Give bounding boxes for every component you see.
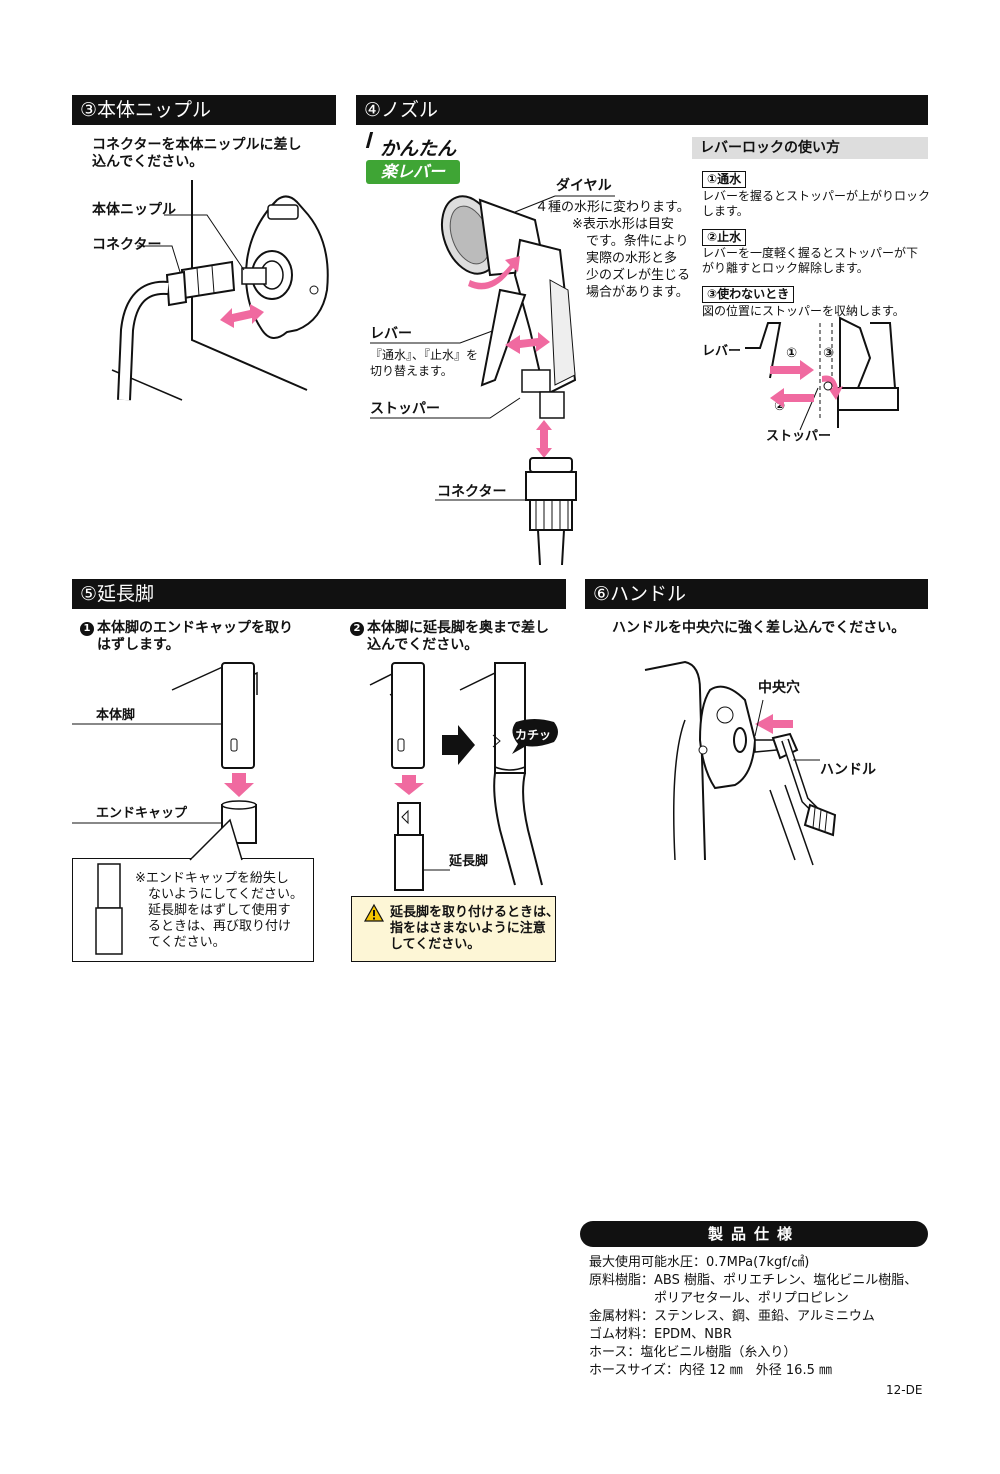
spec-line-pressure: 最大使用可能水圧：0.7MPa(7kgf/㎠) — [589, 1255, 810, 1270]
lock-unused-text: 図の位置にストッパーを収納します。 — [702, 304, 905, 318]
logo-text-raku-lever: 楽レバー — [366, 160, 460, 184]
endcap-illustration — [72, 662, 258, 844]
ext-step2-line2: 込んでください。 — [367, 637, 479, 653]
ext-step1-text: 本体脚のエンドキャップを取り — [97, 620, 293, 636]
endcap-note-pointer — [189, 818, 243, 862]
lock-mark-2: ② — [774, 399, 786, 414]
label-lever: レバー — [370, 326, 412, 342]
lock-diagram-lever-label: レバー — [702, 344, 742, 359]
dial-note-1: ※表示水形は目安 — [572, 217, 674, 232]
warning-text-2: 指をはさまないように注意 — [390, 921, 546, 936]
spec-line-rubber: ゴム材料：EPDM、NBR — [589, 1327, 732, 1342]
lock-label-stop: ②止水 — [702, 229, 747, 246]
lever-desc-2: 切り替えます。 — [370, 364, 453, 378]
lock-stop-text-1: レバーを一度軽く握るとストッパーが下 — [702, 246, 919, 260]
extension-insert-illustration — [369, 662, 543, 891]
lock-flow-text-1: レバーを握るとストッパーが上がりロック — [702, 189, 931, 203]
step2-number-badge: 2 — [350, 622, 364, 636]
lever-lock-diagram — [745, 316, 899, 431]
warning-text-3: してください。 — [390, 937, 481, 952]
spec-line-hose: ホース：塩化ビニル樹脂（糸入り） — [589, 1345, 797, 1360]
label-dial: ダイヤル — [556, 178, 612, 194]
footer-code: 12-DE — [886, 1383, 923, 1397]
section-header-handle: ⑥ハンドル — [585, 579, 928, 609]
lock-stop-text-2: がり離すとロック解除します。 — [702, 261, 869, 275]
endcap-note-3: 延長脚をはずして使用す — [148, 903, 291, 918]
lock-label-unused: ③使わないとき — [702, 286, 795, 303]
logo-text-kantan: かんたん — [380, 138, 457, 160]
label-end-cap: エンドキャップ — [96, 806, 188, 821]
dial-description: ４種の水形に変わります。 — [535, 200, 690, 215]
dial-note-5: 場合があります。 — [586, 285, 689, 300]
label-nozzle-connector: コネクター — [437, 484, 507, 500]
nipple-instruction-line1: コネクターを本体ニップルに差し — [92, 137, 302, 153]
lock-diagram-stopper-label: ストッパー — [766, 429, 832, 444]
lock-label-flow: ①通水 — [702, 171, 747, 188]
label-stopper: ストッパー — [370, 401, 440, 417]
label-body-nipple: 本体ニップル — [92, 202, 176, 218]
easy-lever-logo: かんたん 楽レバー — [362, 130, 487, 190]
spec-line-hose-size: ホースサイズ：内径 12 ㎜ 外径 16.5 ㎜ — [589, 1363, 832, 1378]
nozzle-illustration — [370, 195, 615, 566]
endcap-note-illustration — [95, 863, 123, 955]
label-body-leg: 本体脚 — [96, 708, 136, 723]
step1-number-badge: 1 — [80, 622, 94, 636]
label-center-hole: 中央穴 — [758, 680, 800, 696]
nipple-illustration — [111, 180, 329, 401]
lock-mark-1: ① — [786, 346, 798, 361]
endcap-note-4: るときは、再び取り付け — [148, 919, 292, 934]
spec-line-resin: 原料樹脂：ABS 樹脂、ポリエチレン、塩化ビニル樹脂、 — [589, 1273, 918, 1288]
section-header-nipple: ③本体ニップル — [72, 95, 336, 125]
product-specs-header: 製品仕様 — [580, 1221, 928, 1247]
spec-line-metal: 金属材料：ステンレス、鋼、亜鉛、アルミニウム — [589, 1309, 875, 1324]
lever-lock-title: レバーロックの使い方 — [692, 137, 928, 159]
handle-illustration — [644, 660, 837, 866]
dial-note-2: です。条件により — [586, 234, 689, 249]
dial-note-3: 実際の水形と多 — [586, 251, 678, 266]
warning-icon — [363, 903, 385, 922]
lever-desc-1: 『通水』、『止水』を — [370, 348, 479, 362]
warning-text-1: 延長脚を取り付けるときは、 — [390, 905, 560, 920]
endcap-note-1: ※エンドキャップを紛失し — [135, 871, 289, 886]
click-speech-bubble — [512, 719, 558, 754]
ext-step1-line2: はずします。 — [97, 637, 180, 653]
dial-note-4: 少のズレが生じる — [586, 268, 691, 283]
lock-mark-3: ③ — [823, 346, 835, 361]
warning-box — [351, 896, 556, 962]
lock-flow-text-2: します。 — [702, 204, 749, 218]
nipple-instruction-line2: 込んでください。 — [92, 154, 204, 170]
handle-instruction: ハンドルを中央穴に強く差し込んでください。 — [612, 620, 906, 636]
section-header-extension-leg: ⑤延長脚 — [72, 579, 566, 609]
endcap-note-5: てください。 — [148, 935, 226, 950]
spec-line-resin-cont: ポリアセタール、ポリプロピレン — [589, 1291, 849, 1306]
label-connector: コネクター — [92, 237, 162, 253]
click-sound-text: カチッ — [515, 728, 552, 742]
ext-step2-text: 本体脚に延長脚を奥まで差し — [367, 620, 549, 636]
label-handle: ハンドル — [820, 762, 876, 778]
section-header-nozzle: ④ノズル — [356, 95, 928, 125]
endcap-note-2: ないようにしてください。 — [148, 887, 303, 902]
label-extension-leg: 延長脚 — [449, 854, 489, 869]
